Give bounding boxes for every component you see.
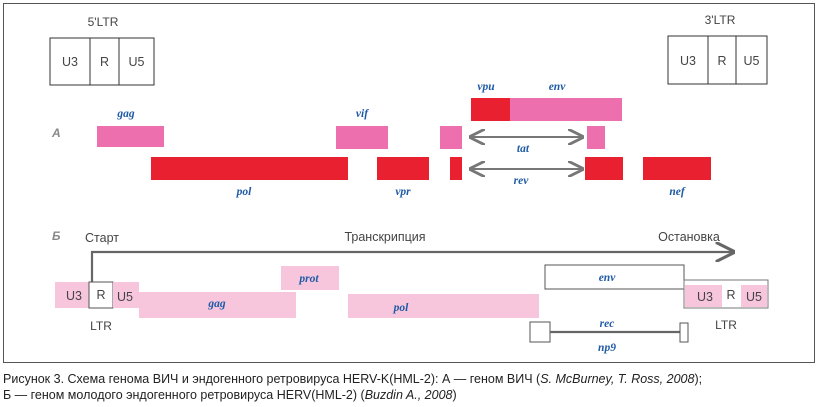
ltr-right-u5: U5: [746, 290, 762, 304]
gag-label: gag: [116, 108, 135, 120]
vif-label: vif: [356, 108, 369, 120]
pol-bar: [151, 157, 348, 180]
panel-a: 5'LTR U3 R U5 3'LTR U3 R U5 А: [49, 13, 768, 198]
ltr3-title: 3'LTR: [705, 13, 736, 27]
caption-line2-ref: Buzdin A., 2008: [364, 388, 453, 402]
caption-line2-end: ): [452, 388, 457, 402]
rev-label: rev: [514, 175, 530, 187]
genome-diagram: 5'LTR U3 R U5 3'LTR U3 R U5 А: [49, 13, 769, 354]
vif-bar: [336, 126, 388, 149]
tat-exon2-bar: [587, 126, 605, 149]
rev-exon2-bar: [585, 157, 623, 180]
nef-label: nef: [669, 186, 686, 198]
env-b-bar: [544, 264, 685, 290]
ltr3-box: U3 R U5: [667, 35, 768, 85]
ltr5-u3: U3: [62, 55, 78, 69]
pol-b-label: pol: [393, 302, 410, 314]
ltr-left-u3: U3: [66, 289, 82, 303]
ltr-left-u5: U5: [117, 290, 133, 304]
pol-b-bar: [348, 294, 539, 318]
ltr-left-label: LTR: [90, 319, 112, 333]
prot-bar: [281, 266, 339, 290]
nef-bar: [643, 157, 711, 180]
figure-caption: Рисунок 3. Схема генома ВИЧ и эндогенног…: [3, 371, 817, 403]
transcription-arrow: [90, 252, 733, 282]
caption-line1-end: );: [694, 372, 703, 386]
ltr3-u5: U5: [744, 54, 760, 68]
np9-label: np9: [598, 342, 616, 354]
tat-label: tat: [517, 143, 530, 155]
vpr-bar: [377, 157, 429, 180]
panel-b: Б Старт Транскрипция Остановка U3 R U5 L…: [52, 229, 769, 354]
env-b-label: env: [599, 272, 617, 284]
ltr-right-u3: U3: [697, 290, 713, 304]
ltr-left: U3 R U5: [55, 281, 139, 309]
prot-label: prot: [298, 273, 319, 285]
gag-bar: [97, 126, 164, 147]
gag-b-label: gag: [207, 298, 226, 310]
ltr5-box: U3 R U5: [49, 37, 155, 86]
ltr5-u5: U5: [129, 55, 145, 69]
vpr-label: vpr: [395, 186, 411, 198]
panel-b-label: Б: [52, 229, 61, 243]
panel-a-label: А: [51, 126, 61, 140]
ltr-left-r: R: [96, 288, 105, 302]
ltr-right-label: LTR: [715, 318, 737, 332]
ltr5-title: 5'LTR: [88, 15, 119, 29]
rec-exon1: [529, 321, 551, 343]
caption-line1-text: Рисунок 3. Схема генома ВИЧ и эндогенног…: [3, 372, 541, 386]
start-label: Старт: [85, 231, 119, 245]
rev-exon1-bar: [450, 157, 462, 180]
tat-exon1-bar: [440, 126, 462, 149]
env-label: env: [549, 81, 567, 93]
ltr3-u3: U3: [680, 54, 696, 68]
stop-label: Остановка: [658, 230, 720, 244]
figure-frame: [3, 3, 815, 363]
pol-label: pol: [236, 186, 253, 198]
ltr5-r: R: [100, 55, 109, 69]
env-bar: [510, 98, 622, 121]
rec-exon2: [679, 322, 689, 343]
transcription-label: Транскрипция: [344, 230, 425, 244]
caption-line1-ref: S. McBurney, T. Ross, 2008: [540, 372, 695, 386]
ltr-right: U3 R U5: [683, 279, 769, 309]
gag-b-bar: [139, 292, 296, 318]
caption-line2-text: Б — геном молодого эндогенного ретровиру…: [3, 388, 365, 402]
rec-label: rec: [600, 318, 615, 330]
vpu-bar: [471, 98, 510, 121]
ltr3-r: R: [717, 54, 726, 68]
ltr-right-r: R: [726, 288, 735, 302]
vpu-label: vpu: [477, 81, 495, 93]
